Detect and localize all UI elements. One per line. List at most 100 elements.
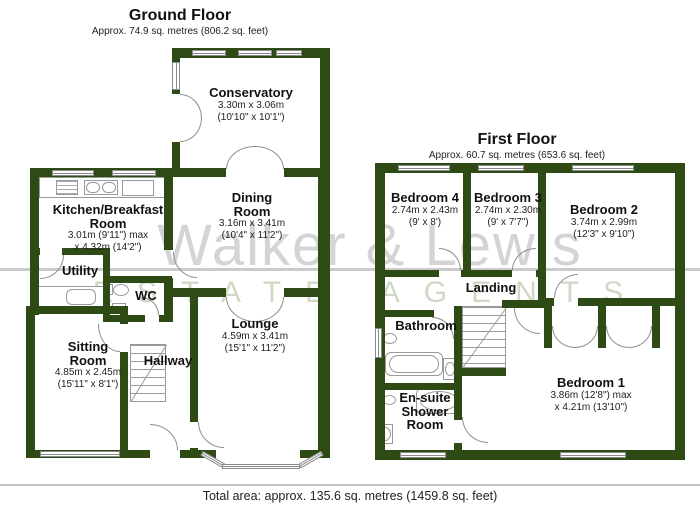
wall-segment (502, 300, 540, 308)
wall-segment (284, 288, 330, 297)
room-dim-imperial: (10'4" x 11'2") (221, 230, 283, 242)
door-arc (198, 422, 224, 448)
wall-segment (30, 168, 172, 177)
room-name: Dining Room (231, 190, 273, 219)
window (112, 170, 156, 176)
toilet-bowl-icon (113, 284, 129, 296)
sink-bowl-icon (102, 182, 116, 193)
room-name: Bedroom 1 (557, 375, 625, 390)
room-label-lounge: Lounge 4.59m x 3.41m (15'1" x 11'2") (195, 317, 315, 355)
room-name: Lounge (231, 316, 279, 331)
window (238, 50, 272, 56)
window (192, 50, 226, 56)
wall-segment (120, 352, 128, 458)
watermark-brand: Walker & Lewis (157, 213, 583, 278)
bay-window (222, 464, 300, 469)
room-label-dining: Dining Room 3.16m x 3.41m (10'4" x 11'2"… (192, 191, 312, 242)
window (52, 170, 94, 176)
room-name: En-suite Shower Room (399, 390, 451, 433)
room-dim-metric: 3.86m (12'8") max (550, 389, 632, 401)
room-name: WC (135, 288, 157, 303)
wall-segment (30, 248, 40, 255)
door-arc (226, 146, 255, 169)
room-dim-imperial: (12'3" x 9'10") (573, 228, 635, 240)
room-label-kitchen: Kitchen/Breakfast Room 3.01m (9'11") max… (48, 203, 168, 254)
wall-segment (538, 163, 546, 277)
wall-segment (190, 448, 198, 458)
room-label-conservatory: Conservatory 3.30m x 3.06m (10'10" x 10'… (191, 86, 311, 124)
wardrobe-door-arc (629, 326, 652, 348)
first-floor-title: First Floor (477, 131, 557, 148)
room-dim-metric: 3.01m (9'11") max (67, 230, 149, 242)
room-name: Landing (465, 280, 517, 295)
hob-icon (122, 180, 154, 196)
total-area-text: Total area: approx. 135.6 sq. metres (14… (202, 489, 498, 503)
room-dim-metric: 3.74m x 2.99m (570, 216, 638, 228)
wall-segment (103, 276, 172, 283)
wall-segment (62, 248, 110, 255)
window (572, 165, 634, 171)
wall-segment (190, 288, 198, 422)
room-label-wc: WC (131, 289, 161, 303)
wall-segment (30, 168, 39, 315)
wall-segment (164, 278, 173, 322)
room-name: Bathroom (395, 318, 457, 333)
room-name: Conservatory (209, 85, 293, 100)
door-arc (255, 146, 284, 169)
wardrobe-door-arc (552, 326, 575, 348)
wall-segment (375, 163, 685, 173)
ground-floor-title: Ground Floor (128, 7, 232, 24)
front-door-arc (150, 424, 178, 450)
wall-segment (320, 48, 330, 180)
room-label-bedroom-3: Bedroom 3 2.74m x 2.30m (9' x 7'7") (458, 191, 558, 229)
wall-segment (375, 310, 434, 317)
room-label-ensuite: En-suite Shower Room (385, 391, 465, 432)
window (40, 451, 120, 457)
wall-segment (172, 142, 180, 176)
room-name: Bedroom 2 (570, 202, 638, 217)
wall-segment (375, 270, 439, 277)
wall-segment (461, 270, 512, 277)
room-label-bedroom-2: Bedroom 2 3.74m x 2.99m (12'3" x 9'10") (554, 203, 654, 241)
room-dim-imperial: (10'10" x 10'1") (217, 111, 285, 123)
room-name: Kitchen/Breakfast Room (52, 202, 164, 231)
room-dim-metric: 3.30m x 3.06m (217, 99, 285, 111)
room-dim-imperial: (9' x 8') (408, 216, 442, 228)
wall-segment (164, 168, 226, 177)
wardrobe-door-arc (575, 326, 598, 348)
wall-segment (675, 163, 685, 460)
room-dim-metric: 2.74m x 2.30m (474, 204, 542, 216)
watermark-underline (0, 268, 700, 271)
footer-divider (0, 484, 700, 486)
room-dim-metric: 4.59m x 3.41m (221, 330, 289, 342)
wardrobe-post (598, 306, 606, 348)
window (560, 452, 626, 458)
wall-segment (546, 298, 554, 306)
wall-segment (318, 168, 330, 458)
window (276, 50, 302, 56)
room-label-hallway: Hallway (136, 354, 200, 368)
window (172, 62, 180, 90)
wall-segment (463, 163, 471, 277)
door-arc (462, 417, 488, 443)
room-label-bedroom-1: Bedroom 1 3.86m (12'8") max x 4.21m (13'… (531, 376, 651, 414)
room-label-landing: Landing (451, 281, 531, 295)
wall-segment (375, 383, 462, 390)
wardrobe-post (544, 306, 552, 348)
wall-segment (103, 248, 110, 322)
toilet-bowl-icon (383, 333, 397, 344)
room-label-sitting-room: Sitting Room 4.85m x 2.45m (15'11" x 8'1… (38, 340, 138, 391)
wardrobe-door-arc (606, 326, 629, 348)
room-name: Bedroom 4 (391, 190, 459, 205)
wall-segment (26, 306, 35, 458)
wall-segment (26, 306, 128, 314)
window (398, 165, 450, 171)
wall-segment (454, 306, 462, 390)
wall-segment (120, 314, 128, 324)
room-name: Bedroom 3 (474, 190, 542, 205)
wardrobe-post (652, 306, 660, 348)
drainer-icon (56, 180, 78, 195)
wall-segment (284, 168, 330, 177)
room-dim-imperial: x 4.32m (14'2") (74, 242, 142, 254)
wall-segment (128, 450, 150, 458)
